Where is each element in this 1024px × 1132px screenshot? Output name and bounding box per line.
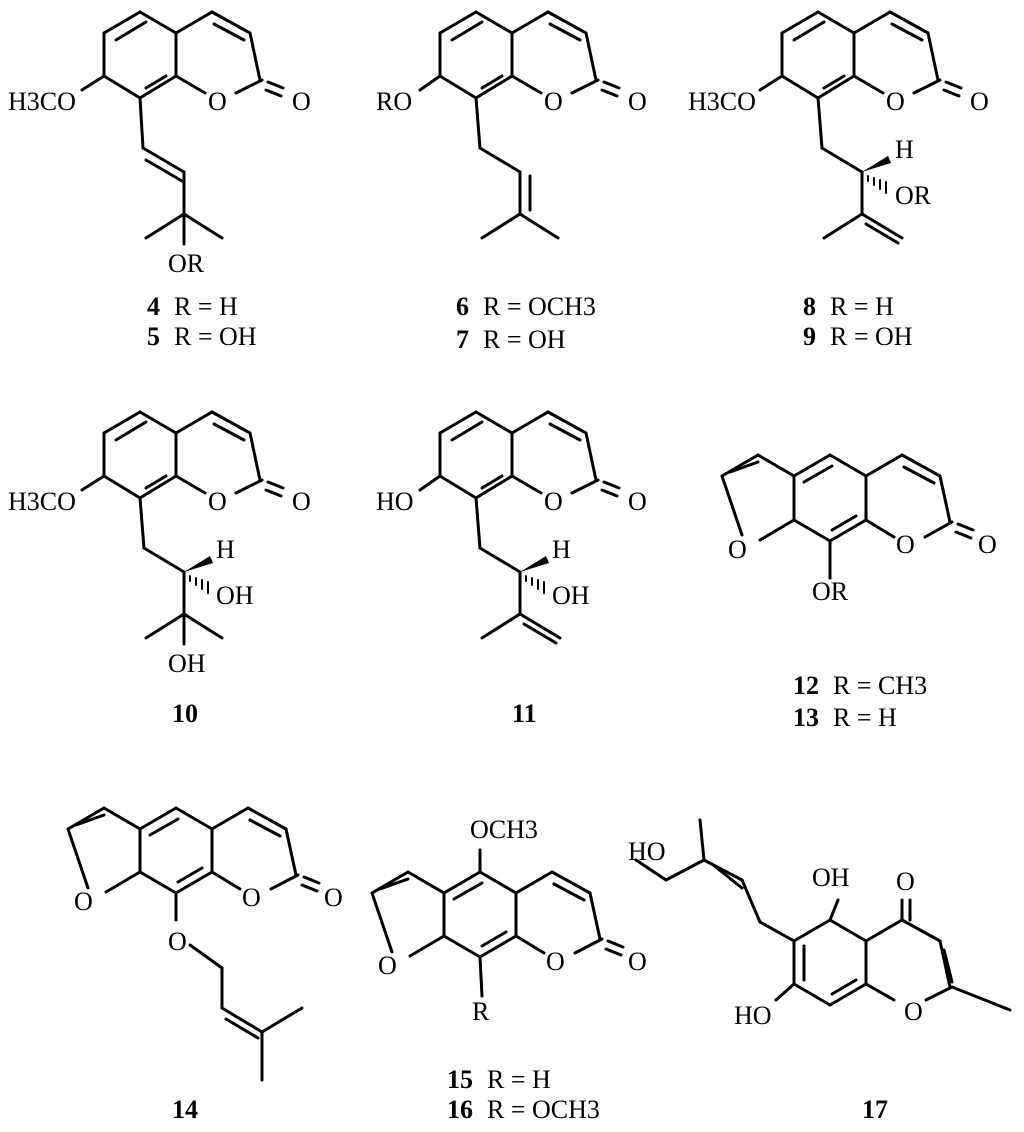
atom-label: O	[168, 927, 187, 956]
atom-label: O	[544, 87, 563, 116]
atom-label: O	[970, 87, 989, 116]
atom-label: O	[896, 867, 915, 896]
atom-label: O	[324, 883, 343, 912]
atom-label: O	[242, 883, 261, 912]
atom-label: O	[896, 530, 915, 559]
atom-label: H	[895, 135, 914, 164]
compound-label-11: 11	[512, 699, 537, 728]
hash-bond	[189, 575, 209, 594]
hash-bond	[525, 575, 545, 594]
structure-8-9	[758, 10, 963, 245]
structure-15-16	[370, 848, 625, 998]
atom-label: OR	[895, 181, 932, 210]
wedge-bond	[520, 556, 549, 572]
atom-label: HO	[376, 487, 414, 516]
atom-label: OH	[216, 581, 254, 610]
atom-label: O	[208, 87, 227, 116]
atom-label: H3CO	[688, 87, 756, 116]
atom-label: RO	[376, 87, 412, 116]
atom-label: H	[216, 535, 235, 564]
wedge-bond	[184, 556, 213, 572]
atom-label: O	[544, 487, 563, 516]
atom-label: H	[552, 535, 571, 564]
atom-label: O	[728, 535, 747, 564]
atom-label: O	[628, 947, 647, 976]
atom-label: OH	[812, 863, 850, 892]
atom-label: H3CO	[8, 487, 76, 516]
atom-label: OR	[812, 577, 849, 606]
atom-label: OCH3	[470, 815, 538, 844]
atom-label: OR	[168, 249, 205, 278]
structure-14	[66, 806, 321, 1082]
structure-10	[80, 410, 285, 646]
structure-12-13	[720, 453, 975, 580]
atom-label: O	[378, 951, 397, 980]
compound-label-14: 14	[172, 1095, 198, 1124]
hash-bond	[867, 175, 887, 194]
atom-label: HO	[734, 1001, 772, 1030]
atom-label: HO	[628, 837, 666, 866]
structure-4-5	[80, 10, 285, 246]
atom-label: O	[292, 487, 311, 516]
structure-11	[418, 410, 621, 645]
atom-label: H3CO	[8, 87, 76, 116]
atom-label: O	[978, 530, 997, 559]
structure-17	[634, 818, 1012, 1012]
atom-label: O	[628, 487, 647, 516]
atom-label: O	[628, 87, 647, 116]
atom-label: O	[886, 87, 905, 116]
atom-label: O	[904, 997, 923, 1026]
atom-label: O	[546, 947, 565, 976]
atom-label: O	[74, 887, 93, 916]
atom-label: O	[292, 87, 311, 116]
atom-label: OH	[552, 581, 590, 610]
atom-label: OH	[168, 649, 206, 678]
wedge-bond	[862, 156, 891, 172]
compound-label-10: 10	[172, 699, 198, 728]
compound-label-17: 17	[862, 1095, 888, 1124]
atom-label: R	[472, 997, 490, 1026]
atom-label: O	[208, 487, 227, 516]
structure-6-7	[418, 10, 621, 240]
